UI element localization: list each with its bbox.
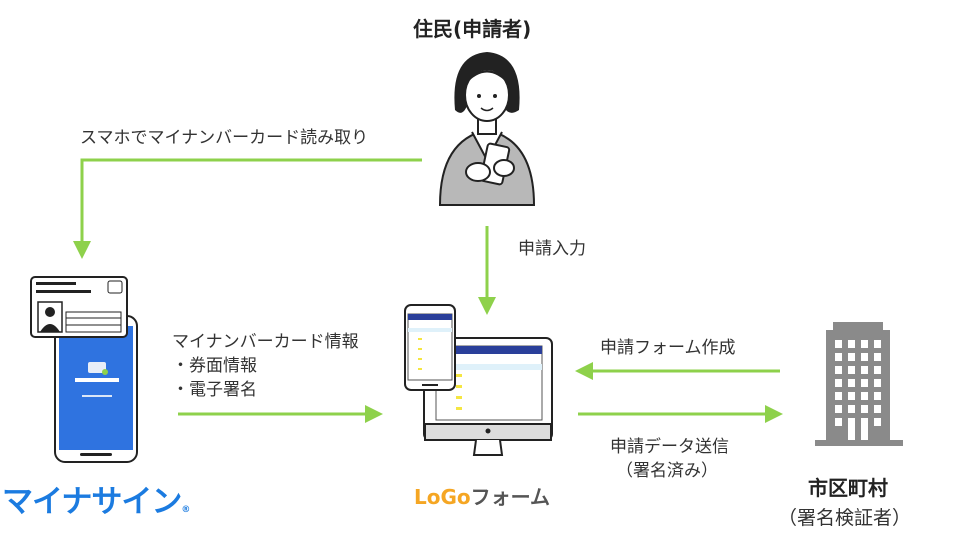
card-info-title: マイナンバーカード情報 (172, 332, 359, 352)
building-window (874, 418, 881, 426)
logo-form-logo: LoGoフォーム (414, 485, 551, 509)
input-label: 申請入力 (518, 239, 586, 259)
building-window (874, 366, 881, 374)
building-window (861, 418, 868, 440)
building-window (835, 418, 842, 426)
building-window (848, 405, 855, 413)
building-window (861, 366, 868, 374)
building-window (861, 405, 868, 413)
building-window (848, 379, 855, 387)
card-info-item: ・券面情報 (172, 356, 257, 376)
municipality-subtitle: （署名検証者） (778, 507, 912, 529)
building-window (848, 392, 855, 400)
municipality-title: 市区町村 (808, 476, 888, 500)
building-window (835, 340, 842, 348)
card-info-item: ・電子署名 (172, 380, 257, 400)
building-window (861, 353, 868, 361)
building-window (848, 366, 855, 374)
building-window (848, 418, 855, 440)
building-window (861, 379, 868, 387)
arrow-read-card (73, 158, 422, 259)
building-window (874, 405, 881, 413)
building-window (874, 379, 881, 387)
logo-form-device-illustration (404, 304, 553, 456)
building-window (848, 340, 855, 348)
building-window (874, 353, 881, 361)
resident-illustration (438, 52, 536, 206)
myna-sign-phone-illustration (30, 276, 138, 463)
building-window (861, 392, 868, 400)
building-window (835, 379, 842, 387)
myna-sign-logo: マイナサイン® (2, 484, 190, 520)
send-data-note: （署名済み） (616, 461, 718, 481)
resident-title: 住民(申請者) (413, 17, 532, 41)
building-window (874, 392, 881, 400)
building-window (835, 405, 842, 413)
read-card-label: スマホでマイナンバーカード読み取り (80, 128, 369, 148)
building-window (835, 353, 842, 361)
create-form-label: 申請フォーム作成 (600, 338, 736, 358)
building-window (835, 366, 842, 374)
building-window (848, 353, 855, 361)
building-window (861, 340, 868, 348)
send-data-label: 申請データ送信 (610, 437, 729, 457)
building-window (874, 340, 881, 348)
building-window (835, 392, 842, 400)
municipality-building-icon (815, 322, 903, 446)
